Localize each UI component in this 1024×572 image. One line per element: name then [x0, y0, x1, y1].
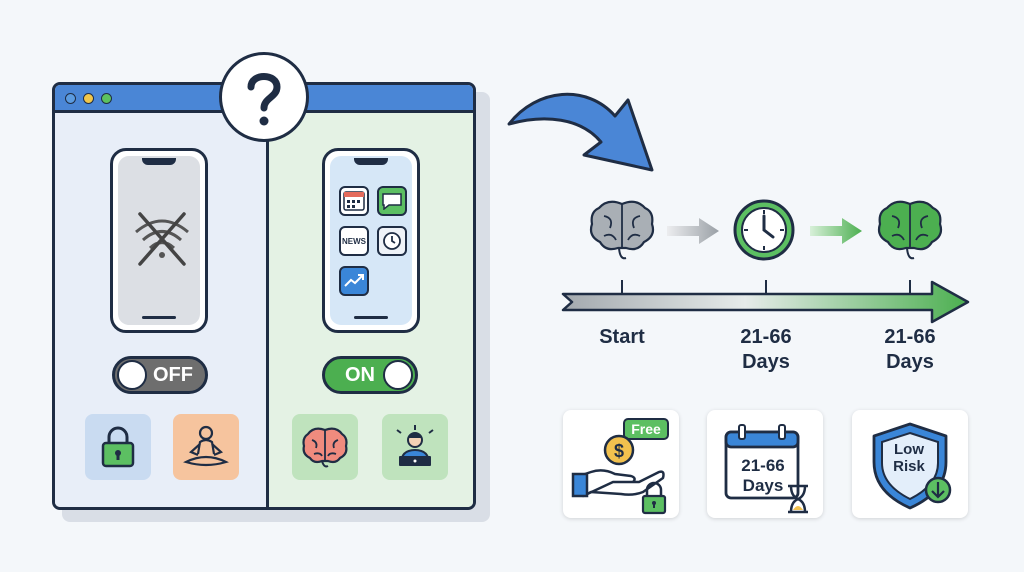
curved-arrow-icon [507, 92, 654, 172]
calendar-days-bottom: Days [742, 476, 784, 495]
calendar-app-icon[interactable] [339, 186, 369, 216]
phone-notch [354, 158, 388, 165]
window-dot-blue[interactable] [65, 93, 76, 104]
wifi-off-icon [135, 212, 189, 266]
meditation-icon [183, 425, 229, 467]
phone-home-bar [354, 316, 388, 319]
arrow-right-green-icon [810, 218, 862, 244]
pane-divider [266, 113, 269, 507]
lock-icon [101, 426, 135, 468]
online-toggle[interactable]: ON [322, 356, 418, 394]
timeline-bar [561, 280, 970, 324]
low-risk-card: Low Risk [852, 410, 968, 518]
habit-duration-card: 21-66 Days [707, 410, 823, 518]
window-dot-green[interactable] [101, 93, 112, 104]
brain-icon [302, 427, 348, 468]
calendar-days-top: 21-66 [741, 456, 785, 475]
chat-app-icon[interactable] [377, 186, 407, 216]
toggle-off-label: OFF [153, 363, 193, 386]
shield-text-bottom: Risk [893, 458, 925, 475]
free-cost-card: Free $ [563, 410, 679, 518]
free-badge: Free [623, 418, 669, 440]
timeline-label-middle: 21-66 Days [740, 326, 792, 373]
online-phone: NEWS [322, 148, 420, 333]
offline-toggle[interactable]: OFF [112, 356, 208, 394]
toggle-knob [383, 360, 413, 390]
toggle-knob [117, 360, 147, 390]
clock-app-icon[interactable] [377, 226, 407, 256]
meditation-tile [173, 414, 239, 480]
window-dot-yellow[interactable] [83, 93, 94, 104]
timeline-label-end: 21-66 Days [884, 326, 936, 373]
working-tile [382, 414, 448, 480]
svg-text:$: $ [614, 441, 624, 461]
green-brain-icon [877, 200, 943, 260]
news-app-icon[interactable]: NEWS [339, 226, 369, 256]
shield-text-top: Low [894, 441, 924, 458]
stocks-app-icon[interactable] [339, 266, 369, 296]
gray-brain-icon [589, 200, 655, 260]
shield-icon [872, 422, 952, 510]
timeline-label-start: Start [599, 326, 645, 348]
person-laptop-icon [396, 425, 434, 466]
focus-brain-tile [292, 414, 358, 480]
arrow-right-gray-icon [667, 218, 719, 244]
calendar-hourglass-icon [724, 424, 808, 514]
question-mark-icon [219, 52, 309, 142]
clock-icon [733, 199, 795, 261]
privacy-tile [85, 414, 151, 480]
news-app-label: NEWS [342, 236, 366, 246]
phone-home-bar [142, 316, 176, 319]
toggle-on-label: ON [345, 363, 375, 386]
hand-coin-icon: $ [571, 434, 667, 515]
offline-phone [110, 148, 208, 333]
phone-notch [142, 158, 176, 165]
